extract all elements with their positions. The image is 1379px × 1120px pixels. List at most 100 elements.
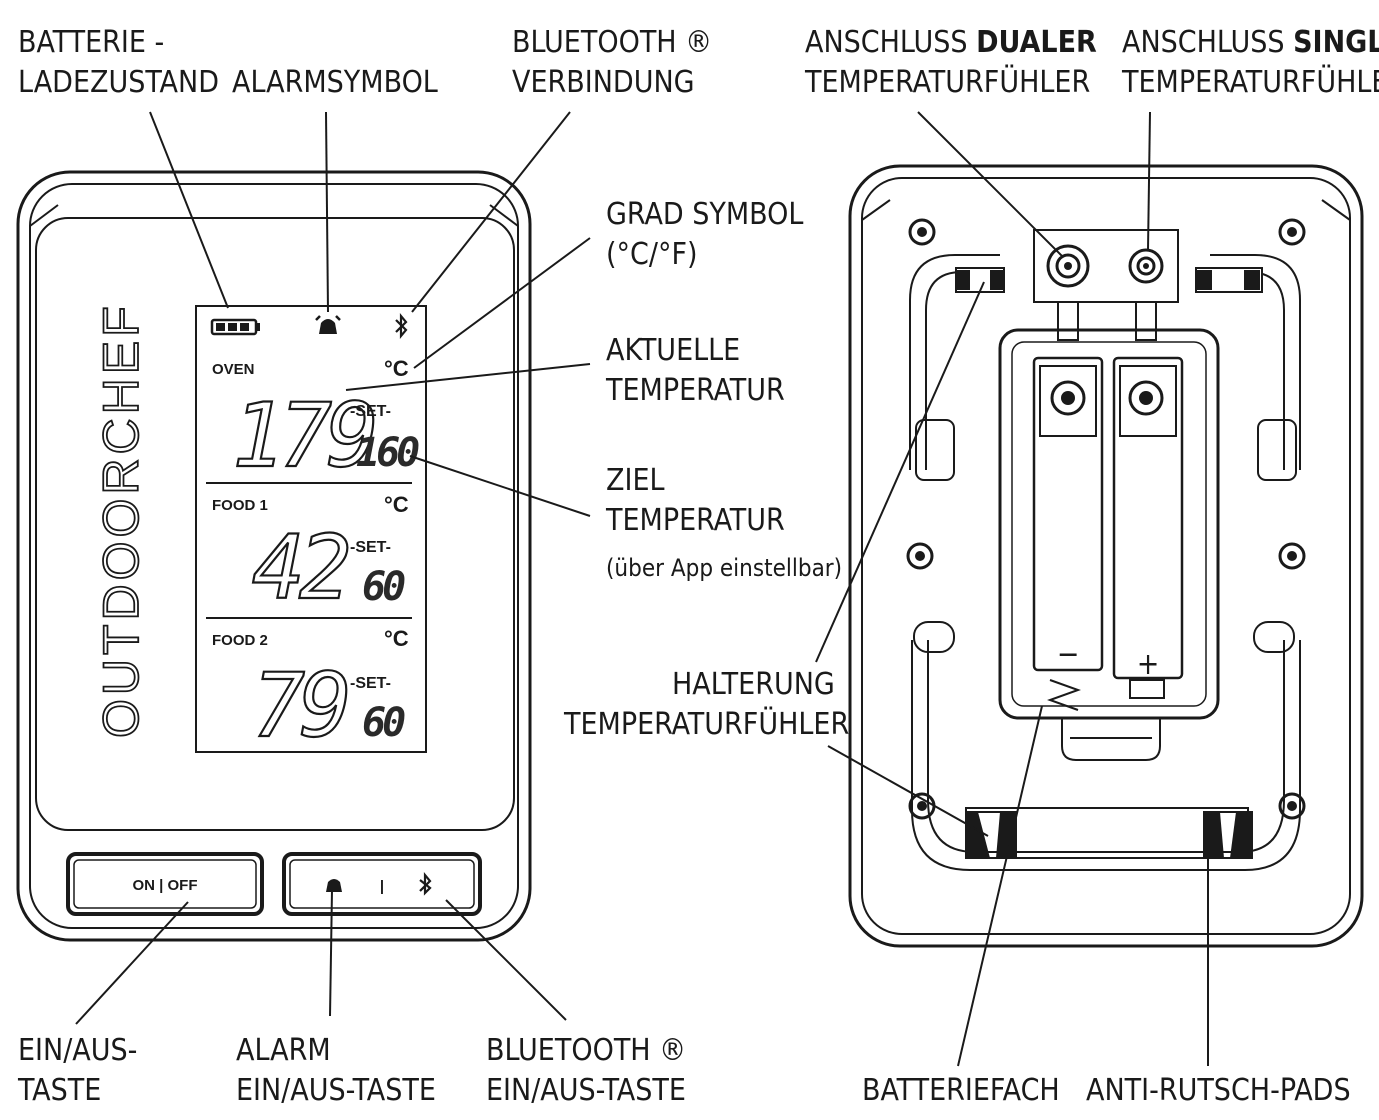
brand-logo: OUTDOORCHEF bbox=[93, 302, 149, 738]
label-target-temp-note: (über App einstellbar) bbox=[606, 554, 842, 582]
label-bluetooth-line1: BLUETOOTH ® bbox=[512, 25, 712, 60]
battery-cell-left: − bbox=[1032, 356, 1104, 672]
leader-current-temp bbox=[345, 363, 591, 391]
device-back: − + bbox=[848, 164, 1364, 948]
screw-icon bbox=[908, 792, 936, 820]
zone-food2-unit: °C bbox=[384, 626, 409, 651]
zone-oven-set-label: -SET- bbox=[350, 403, 391, 420]
device-back-outer bbox=[848, 164, 1364, 948]
leader-bluetooth-button bbox=[445, 899, 567, 1021]
label-probe-holder-line2: TEMPERATURFÜHLER bbox=[563, 706, 849, 742]
dual-port bbox=[1046, 244, 1090, 288]
port-block bbox=[1033, 229, 1179, 303]
label-single-port-prefix: ANSCHLUSS bbox=[1122, 25, 1293, 60]
zone-oven-unit: °C bbox=[384, 356, 409, 381]
label-degree-line2: (°C/°F) bbox=[606, 237, 698, 272]
label-power-line1: EIN/AUS- bbox=[18, 1033, 137, 1068]
zone-oven-target: 160 bbox=[356, 430, 419, 476]
label-battery-line1: BATTERIE - bbox=[18, 25, 164, 60]
holder-clip bbox=[913, 621, 955, 653]
battery-icon bbox=[210, 318, 260, 336]
holder-channel-left bbox=[909, 300, 927, 470]
label-bt-btn-line2: EIN/AUS-TASTE bbox=[486, 1073, 686, 1108]
label-alarm-btn-line2: EIN/AUS-TASTE bbox=[236, 1073, 436, 1108]
alarm-icon bbox=[315, 315, 341, 334]
label-single-port-bold: SINGLE bbox=[1293, 25, 1379, 60]
zone-food1-name: FOOD 1 bbox=[212, 497, 268, 514]
screw-icon bbox=[1278, 542, 1306, 570]
label-power-line2: TASTE bbox=[17, 1073, 101, 1108]
label-single-port: ANSCHLUSS SINGLE TEMPERATURFÜHLER bbox=[1121, 25, 1379, 100]
zone-oven-name: OVEN bbox=[212, 361, 255, 378]
leader-lines bbox=[75, 111, 1209, 1067]
lcd-zone-oven: OVEN °C 179 -SET- 160 bbox=[212, 356, 423, 488]
power-button-label: ON | OFF bbox=[132, 877, 197, 894]
device-back-corner-tl bbox=[861, 199, 891, 221]
holder-channel-bottom-inner bbox=[927, 640, 1285, 853]
label-probe-holder: HALTERUNG TEMPERATURFÜHLER bbox=[563, 667, 849, 742]
leader-single-port bbox=[1147, 111, 1151, 251]
button-alarm-icon bbox=[326, 879, 342, 892]
label-alarm-button: ALARM EIN/AUS-TASTE bbox=[236, 1033, 436, 1108]
zone-food1-current: 42 bbox=[252, 516, 348, 619]
label-current-temp-line1: AKTUELLE bbox=[606, 333, 740, 368]
leader-alarm-button bbox=[329, 889, 333, 1017]
anti-slip-pad-right bbox=[1203, 811, 1253, 859]
label-power-button: EIN/AUS- TASTE bbox=[17, 1033, 137, 1108]
screw-icon bbox=[908, 218, 936, 246]
alarm-bluetooth-button[interactable]: | bbox=[282, 852, 482, 916]
button-separator: | bbox=[380, 878, 384, 895]
label-single-port-line2: TEMPERATURFÜHLER bbox=[1121, 64, 1379, 100]
device-front-glass bbox=[35, 217, 515, 831]
label-bluetooth-button: BLUETOOTH ® EIN/AUS-TASTE bbox=[486, 1033, 686, 1108]
battery-compartment bbox=[998, 328, 1220, 761]
label-battery-line2: LADEZUSTAND bbox=[18, 65, 219, 100]
battery-plus-symbol: + bbox=[1137, 647, 1160, 682]
lcd-zone-food1: FOOD 1 °C 42 -SET- 60 bbox=[212, 492, 409, 620]
device-front-inner-rim bbox=[29, 183, 519, 929]
holder-channel-top bbox=[909, 254, 1301, 470]
screw-icon bbox=[1278, 792, 1306, 820]
anti-slip-pad-left bbox=[965, 811, 1017, 859]
label-dual-port-prefix: ANSCHLUSS bbox=[805, 25, 976, 60]
screw-icon bbox=[906, 542, 934, 570]
power-button[interactable]: ON | OFF bbox=[66, 852, 264, 916]
zone-food1-set-label: -SET- bbox=[350, 539, 391, 556]
device-back-inner-rim bbox=[861, 177, 1351, 935]
label-battery-compartment: BATTERIEFACH bbox=[862, 1073, 1060, 1108]
leader-probe-holder-top bbox=[815, 281, 985, 663]
leader-battery-compartment bbox=[957, 705, 1043, 1067]
battery-cover-tab bbox=[1061, 718, 1161, 761]
zone-food2-name: FOOD 2 bbox=[212, 632, 268, 649]
single-port bbox=[1128, 248, 1164, 284]
device-front-corner-tl bbox=[29, 204, 59, 227]
label-degree-symbol: GRAD SYMBOL (°C/°F) bbox=[606, 197, 803, 272]
label-single-port-line1: ANSCHLUSS SINGLE bbox=[1122, 25, 1379, 60]
leader-alarm-symbol bbox=[325, 111, 329, 313]
device-back-corner-tr bbox=[1321, 199, 1351, 221]
zone-food2-current: 79 bbox=[252, 654, 347, 757]
battery-cell-right: + bbox=[1112, 356, 1184, 699]
label-degree-line1: GRAD SYMBOL bbox=[606, 197, 803, 232]
zone-oven-current: 179 bbox=[232, 384, 374, 487]
label-target-temp-line2: TEMPERATUR bbox=[605, 503, 785, 538]
lcd-zone-food2: FOOD 2 °C 79 -SET- 60 bbox=[212, 626, 409, 758]
leader-bluetooth bbox=[411, 111, 571, 313]
holder-clip bbox=[915, 419, 955, 481]
zone-food1-unit: °C bbox=[384, 492, 409, 517]
label-dual-port-line1: ANSCHLUSS DUALER bbox=[805, 25, 1097, 60]
zone-food2-target: 60 bbox=[362, 700, 405, 746]
device-front-outer bbox=[16, 170, 532, 942]
label-target-temp-line1: ZIEL bbox=[606, 463, 665, 498]
battery-minus-symbol: − bbox=[1057, 637, 1080, 672]
label-current-temp-line2: TEMPERATUR bbox=[605, 373, 785, 408]
zone-food2-set-label: -SET- bbox=[350, 675, 391, 692]
label-battery: BATTERIE - LADEZUSTAND bbox=[18, 25, 219, 100]
label-probe-holder-line1: HALTERUNG bbox=[672, 667, 835, 702]
lcd-screen bbox=[195, 305, 427, 753]
label-bluetooth-connection: BLUETOOTH ® VERBINDUNG bbox=[512, 25, 712, 100]
holder-clip bbox=[1253, 621, 1295, 653]
holder-channel-bottom bbox=[911, 640, 1301, 871]
label-bluetooth-line2: VERBINDUNG bbox=[512, 65, 695, 100]
